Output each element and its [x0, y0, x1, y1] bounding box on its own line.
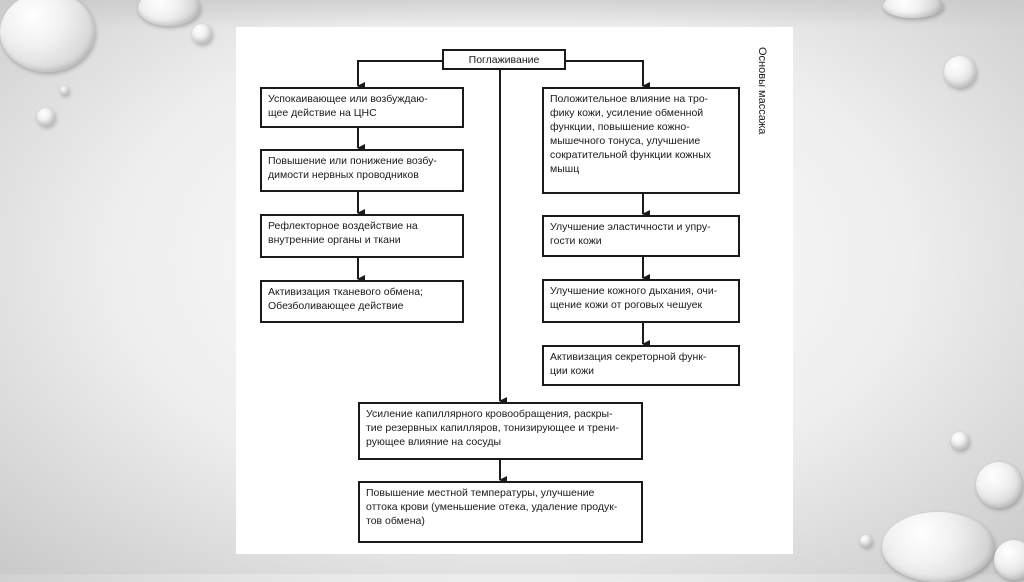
left-node-1: Успокаивающее или возбуждаю- щее действи…: [260, 87, 464, 128]
side-title: Основы массажа: [756, 47, 768, 135]
water-drop-decoration: [883, 0, 943, 18]
connector-lines: [357, 60, 650, 484]
right-node-2: Улучшение эластичности и упру- гости кож…: [542, 215, 740, 257]
right-node-4: Активизация секреторной функ- ции кожи: [542, 345, 740, 386]
water-drop-decoration: [37, 108, 55, 126]
water-drop-decoration: [860, 535, 872, 547]
water-drop-decoration: [976, 462, 1022, 508]
bottom-node-2: Повышение местной температуры, улучшение…: [358, 481, 643, 543]
left-node-2: Повышение или понижение возбу- димости н…: [260, 149, 464, 192]
right-node-1: Положительное влияние на тро- фику кожи,…: [542, 87, 740, 194]
water-drop-decoration: [60, 86, 69, 95]
bottom-node-1: Усиление капиллярного кровообращения, ра…: [358, 402, 643, 460]
left-node-4: Активизация тканевого обмена; Обезболива…: [260, 280, 464, 323]
water-drop-decoration: [951, 432, 969, 450]
arrow-root-to-left: [357, 60, 442, 90]
arrow-root-to-right: [566, 60, 650, 90]
diagram-sheet: Основы массажа Поглаживание Успокаивающе…: [236, 27, 793, 554]
water-drop-decoration: [994, 540, 1024, 580]
root-node: Поглаживание: [442, 49, 566, 70]
water-drop-decoration: [0, 0, 95, 72]
water-drop-decoration: [882, 512, 994, 582]
left-node-3: Рефлекторное воздействие на внутренние о…: [260, 214, 464, 258]
right-node-3: Улучшение кожного дыхания, очи- щение ко…: [542, 279, 740, 323]
water-drop-decoration: [192, 24, 212, 44]
water-drop-decoration: [944, 56, 976, 88]
